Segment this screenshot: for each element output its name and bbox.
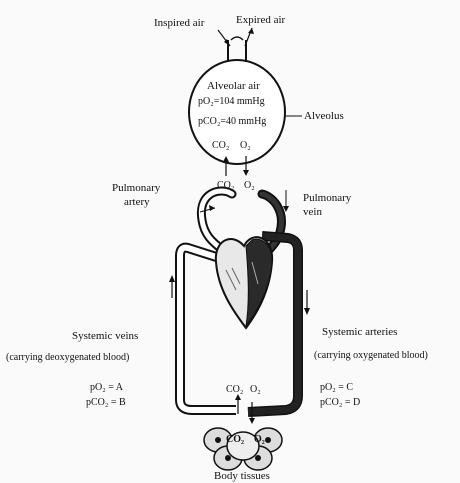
pulmonary-artery-label-line1: Pulmonary [112, 182, 161, 194]
heart [214, 236, 274, 330]
tissue-exchange-arrows [235, 394, 255, 424]
tissue-o2-label: O₂ [250, 384, 261, 395]
lung-co2-label: CO₂ [217, 180, 235, 191]
pulmonary-artery-label-line2: artery [124, 196, 150, 208]
right-pco2-label: pCO₂ = D [320, 397, 361, 408]
inspired-air-label: Inspired air [154, 17, 205, 29]
pulmonary-vein-label-line1: Pulmonary [303, 192, 352, 204]
alveolar-air-label: Alveolar air [207, 80, 260, 92]
left-po2-label: pO₂ = A [90, 382, 124, 393]
body-tissues-cells [203, 427, 283, 471]
alveolus-label: Alveolus [304, 110, 344, 122]
left-pco2-label: pCO₂ = B [86, 397, 126, 408]
alveolar-pco2-label: pCO₂=40 mmHg [198, 116, 267, 127]
systemic-veins-vessel [169, 242, 236, 415]
systemic-arteries-vessel [247, 231, 310, 417]
expired-air-label: Expired air [236, 14, 286, 26]
systemic-veins-note: (carrying deoxygenated blood) [6, 352, 130, 363]
systemic-arteries-note: (carrying oxygenated blood) [314, 350, 428, 361]
body-tissues-label: Body tissues [214, 470, 270, 482]
alveolus-o2-label: O₂ [240, 140, 251, 151]
right-po2-label: pO₂ = C [320, 382, 354, 393]
tissue-co2-label: CO₂ [226, 384, 244, 395]
systemic-arteries-label: Systemic arteries [322, 326, 398, 338]
pulmonary-vein-label-line2: vein [303, 206, 322, 218]
alveolar-po2-label: pO₂=104 mmHg [198, 96, 265, 107]
tissue-inner-co2-label: CO₂ [226, 434, 244, 445]
lung-exchange-arrows [223, 156, 249, 176]
alveolus-co2-label: CO₂ [212, 140, 230, 151]
tissue-inner-o2-label: O₂ [254, 434, 265, 445]
alveolus-sac [188, 36, 286, 165]
systemic-veins-label: Systemic veins [72, 330, 139, 342]
air-flow-arrows [217, 27, 254, 47]
lung-o2-label: O₂ [244, 180, 255, 191]
